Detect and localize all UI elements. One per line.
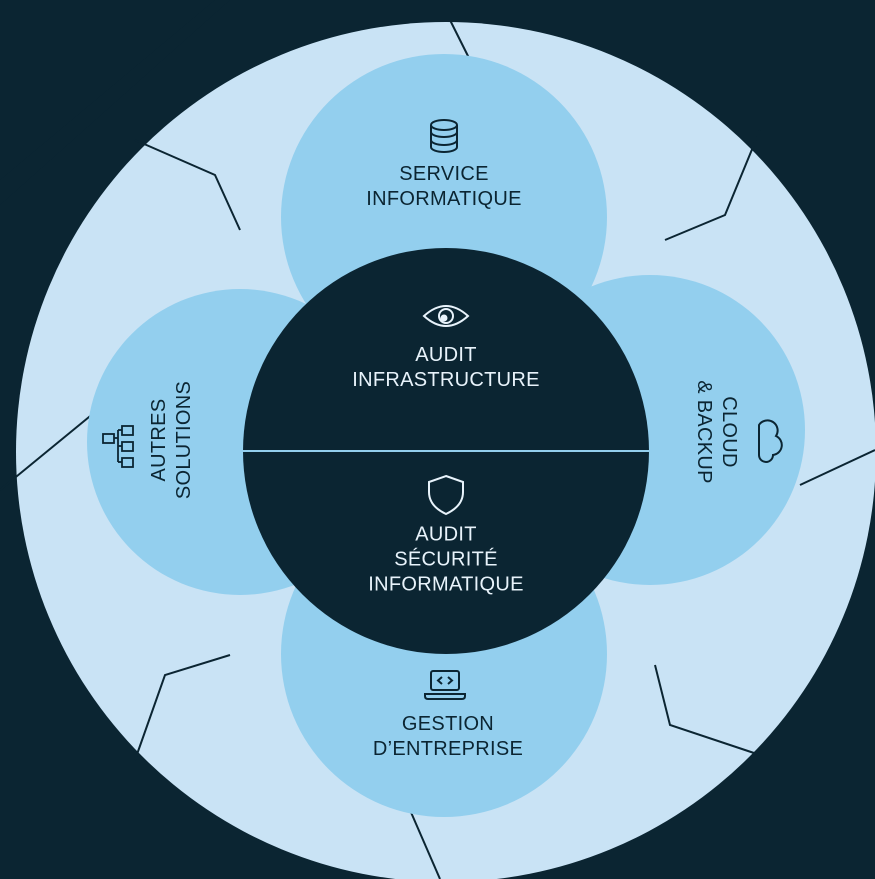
connector-top-left xyxy=(134,139,241,231)
connector-top-right xyxy=(664,129,761,241)
connector-bottom-left xyxy=(134,654,231,761)
shield-icon xyxy=(428,474,464,516)
connector-right xyxy=(799,449,875,486)
label-line: SERVICE xyxy=(399,163,489,185)
label-line: GESTION xyxy=(401,713,495,735)
diagonal-band-overlap xyxy=(0,0,215,180)
label-service-informatique[interactable]: SERVICE INFORMATIQUE xyxy=(366,162,521,212)
label-line: & BACKUP xyxy=(693,380,715,484)
network-icon xyxy=(102,425,134,468)
database-icon xyxy=(430,119,458,153)
eye-icon xyxy=(422,305,470,327)
label-line: INFRASTRUCTURE xyxy=(352,369,540,391)
label-gestion-entreprise[interactable]: GESTION D’ENTREPRISE xyxy=(373,712,523,762)
label-cloud-backup[interactable]: CLOUD & BACKUP xyxy=(691,380,741,484)
label-line: SOLUTIONS xyxy=(173,380,195,500)
label-line: D’ENTREPRISE xyxy=(372,738,524,760)
laptop-code-icon xyxy=(424,670,466,700)
label-line: SÉCURITÉ xyxy=(394,548,498,571)
connector-bottom xyxy=(409,809,441,879)
label-line: AUDIT xyxy=(415,344,477,366)
cloud-icon xyxy=(758,419,783,463)
label-audit-securite[interactable]: AUDIT SÉCURITÉ INFORMATIQUE xyxy=(368,523,523,598)
label-line: INFORMATIQUE xyxy=(368,573,524,596)
label-autres-solutions[interactable]: AUTRES SOLUTIONS xyxy=(147,381,197,499)
label-line: AUDIT xyxy=(415,523,477,546)
label-line: CLOUD xyxy=(718,396,740,468)
label-line: AUTRES xyxy=(148,398,170,482)
label-line: INFORMATIQUE xyxy=(366,188,522,210)
label-audit-infrastructure[interactable]: AUDIT INFRASTRUCTURE xyxy=(352,343,540,393)
connector-bottom-right xyxy=(654,664,761,756)
connector-left xyxy=(0,407,101,491)
